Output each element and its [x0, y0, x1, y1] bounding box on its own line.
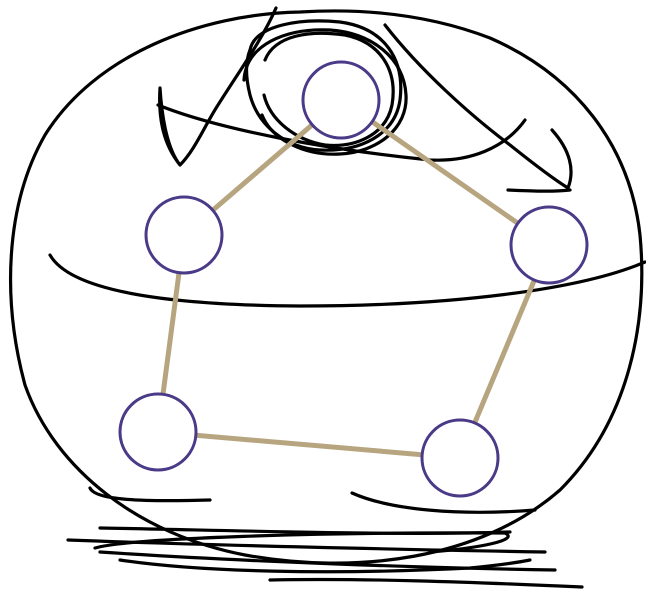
- node-lower-right: [422, 420, 498, 496]
- edge-lower-left-lower-right: [158, 432, 460, 458]
- node-lower-left: [120, 394, 196, 470]
- graph-nodes: [120, 62, 587, 496]
- node-upper-left: [146, 197, 222, 273]
- sketch-mouth-right: [352, 493, 535, 512]
- node-top: [303, 62, 379, 138]
- node-upper-right: [511, 207, 587, 283]
- sketch-scribble-5: [270, 579, 582, 587]
- sketch-brow-tick: [508, 190, 570, 191]
- sketch-brow-left: [160, 8, 276, 165]
- sketch-brow-right: [385, 25, 571, 188]
